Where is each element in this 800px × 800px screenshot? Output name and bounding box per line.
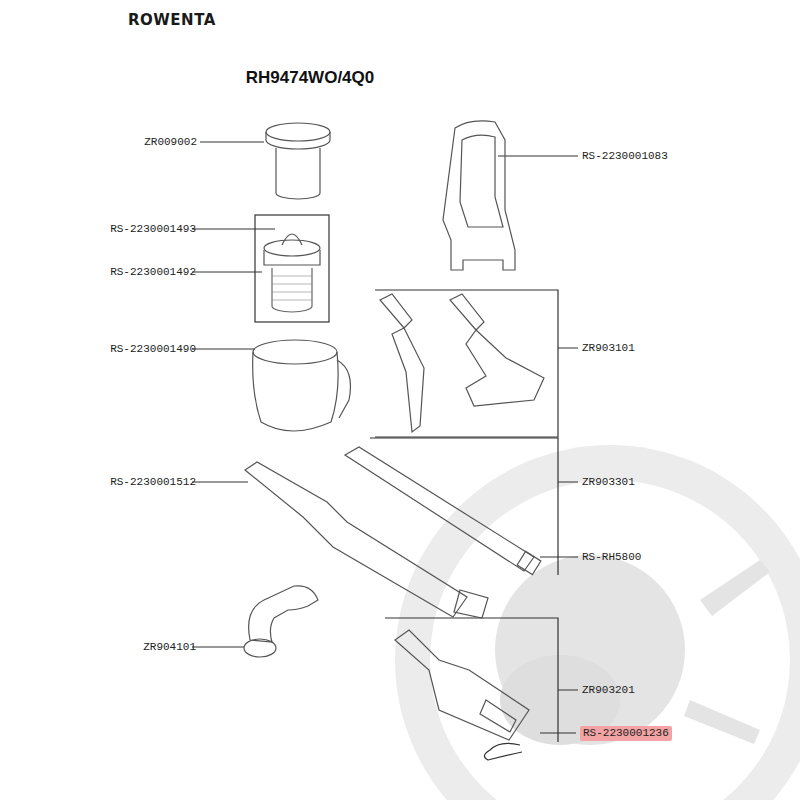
- part-number: RS-2230001083: [582, 150, 668, 163]
- part-number: ZR903201: [582, 684, 635, 697]
- part-number: RS-2230001492: [110, 266, 196, 279]
- watermark: [395, 445, 800, 800]
- part-number: RS-2230001512: [110, 476, 196, 489]
- part-number: ZR009002: [144, 136, 197, 149]
- brand-logo: ROWENTA: [128, 11, 216, 29]
- part-number: RS-2230001493: [110, 223, 196, 236]
- diagram-title: RH9474WO/4Q0: [246, 68, 375, 88]
- part-number: RS-RH5800: [582, 551, 641, 564]
- part-number: RS-2230001490: [110, 343, 196, 356]
- part-number: ZR903301: [582, 476, 635, 489]
- part-number: ZR903101: [582, 342, 635, 355]
- part-number: RS-2230001236: [580, 726, 672, 741]
- part-number: ZR904101: [143, 641, 196, 654]
